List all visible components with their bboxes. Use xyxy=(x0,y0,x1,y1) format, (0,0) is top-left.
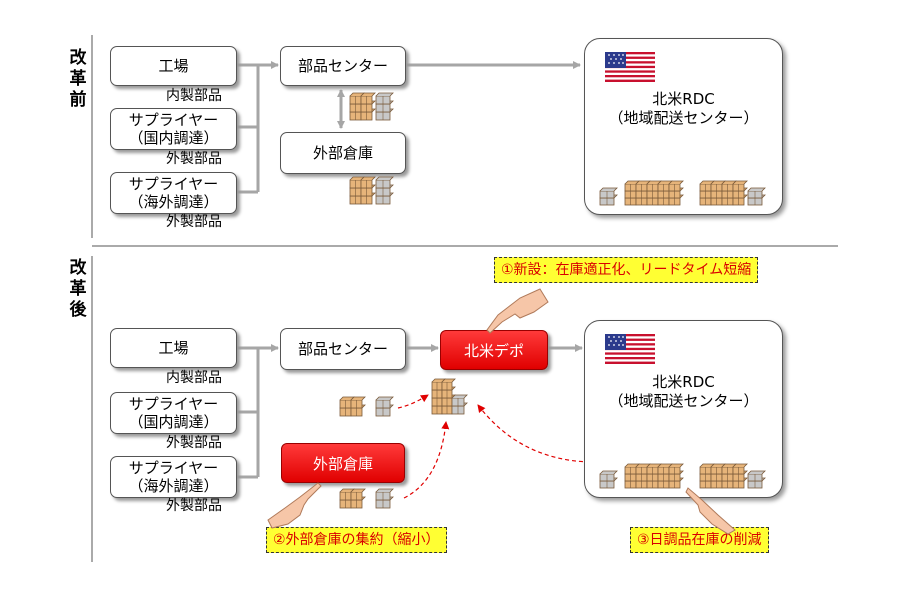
box-stack-icon xyxy=(375,396,394,409)
supplier-sublabel: （海外調達） xyxy=(128,477,219,495)
box-stack-icon xyxy=(646,463,662,475)
box-stack-icon xyxy=(375,92,394,105)
box-stack-icon xyxy=(451,394,468,407)
after-section-label: 改 革 後 xyxy=(68,258,88,321)
supplier-label: サプライヤー xyxy=(128,111,219,129)
consolidation-arrows xyxy=(397,394,591,499)
us-flag-icon xyxy=(605,334,655,364)
external-warehouse-label: 外部倉庫 xyxy=(312,144,373,162)
box-stack-icon xyxy=(339,396,355,409)
rdc-title: 北米RDC xyxy=(652,90,715,108)
external-parts-label: 外製部品 xyxy=(166,214,222,230)
label-char: 改 xyxy=(69,48,87,68)
factory-box: 工場 xyxy=(110,46,237,86)
label-char: 革 xyxy=(69,279,87,299)
box-stack-icon xyxy=(350,396,366,409)
box-stack-icon xyxy=(668,463,684,475)
external-warehouse-box: 外部倉庫 xyxy=(281,443,405,483)
parts-center-box: 部品センター xyxy=(280,328,406,370)
us-flag-icon xyxy=(605,52,655,82)
box-stack-icon xyxy=(747,187,766,199)
label-char: 後 xyxy=(69,300,87,320)
callout-new-depot: ①新設：在庫適正化、リードタイム短縮 xyxy=(494,257,759,283)
supplier-sublabel: （国内調達） xyxy=(128,413,219,431)
parts-center-box: 部品センター xyxy=(280,46,406,86)
box-stack-icon xyxy=(668,180,684,192)
box-stack-icon xyxy=(360,92,376,105)
box-stack-icon xyxy=(350,488,366,501)
rdc-subtitle: （地域配送センター） xyxy=(608,392,759,410)
box-stack-icon xyxy=(599,187,618,199)
pointing-hand-icon xyxy=(267,288,736,535)
box-stack-icon xyxy=(441,378,456,391)
rdc-box: 北米RDC （地域配送センター） xyxy=(584,320,783,498)
box-stack-icon xyxy=(710,463,726,475)
depot-label: 北米デポ xyxy=(463,341,524,360)
box-stack-icon xyxy=(732,180,748,192)
supplier-domestic-box: サプライヤー （国内調達） xyxy=(110,392,237,434)
parts-center-label: 部品センター xyxy=(297,57,388,75)
supplier-label: サプライヤー xyxy=(128,459,219,477)
factory-box: 工場 xyxy=(110,328,237,368)
factory-label: 工場 xyxy=(158,339,189,357)
depot-box: 北米デポ xyxy=(440,330,548,370)
supplier-domestic-box: サプライヤー （国内調達） xyxy=(110,108,237,150)
box-stack-icon xyxy=(375,176,394,189)
label-char: 改 xyxy=(69,258,87,278)
box-stack-icon xyxy=(339,488,355,501)
box-stack-icon xyxy=(375,488,394,501)
supplier-label: サプライヤー xyxy=(128,175,219,193)
label-char: 前 xyxy=(69,90,87,110)
supplier-sublabel: （海外調達） xyxy=(128,193,219,211)
external-warehouse-label: 外部倉庫 xyxy=(312,454,373,473)
external-parts-label: 外製部品 xyxy=(166,498,222,514)
external-parts-label: 外製部品 xyxy=(166,151,222,167)
after-connectors xyxy=(236,344,583,479)
before-connectors xyxy=(236,61,581,194)
box-stack-icon xyxy=(360,176,376,189)
internal-parts-label: 内製部品 xyxy=(166,88,222,104)
rdc-box: 北米RDC （地域配送センター） xyxy=(584,38,783,215)
callout-inventory-reduction: ③日調品在庫の削減 xyxy=(630,527,769,553)
supplier-overseas-box: サプライヤー （海外調達） xyxy=(110,172,237,214)
box-stack-icon xyxy=(747,470,766,482)
label-char: 革 xyxy=(69,69,87,89)
supplier-label: サプライヤー xyxy=(128,395,219,413)
external-parts-label: 外製部品 xyxy=(166,435,222,451)
supplier-sublabel: （国内調達） xyxy=(128,129,219,147)
box-stack-icon xyxy=(732,463,748,475)
before-section-label: 改 革 前 xyxy=(68,48,88,111)
internal-parts-label: 内製部品 xyxy=(166,370,222,386)
parts-center-label: 部品センター xyxy=(297,340,388,358)
supplier-overseas-box: サプライヤー （海外調達） xyxy=(110,456,237,498)
rdc-title: 北米RDC xyxy=(652,373,715,391)
rdc-subtitle: （地域配送センター） xyxy=(608,109,759,127)
box-stack-icon xyxy=(599,470,618,482)
external-warehouse-box: 外部倉庫 xyxy=(280,132,406,174)
callout-warehouse-consolidation: ②外部倉庫の集約（縮小） xyxy=(266,527,447,553)
factory-label: 工場 xyxy=(158,57,189,75)
